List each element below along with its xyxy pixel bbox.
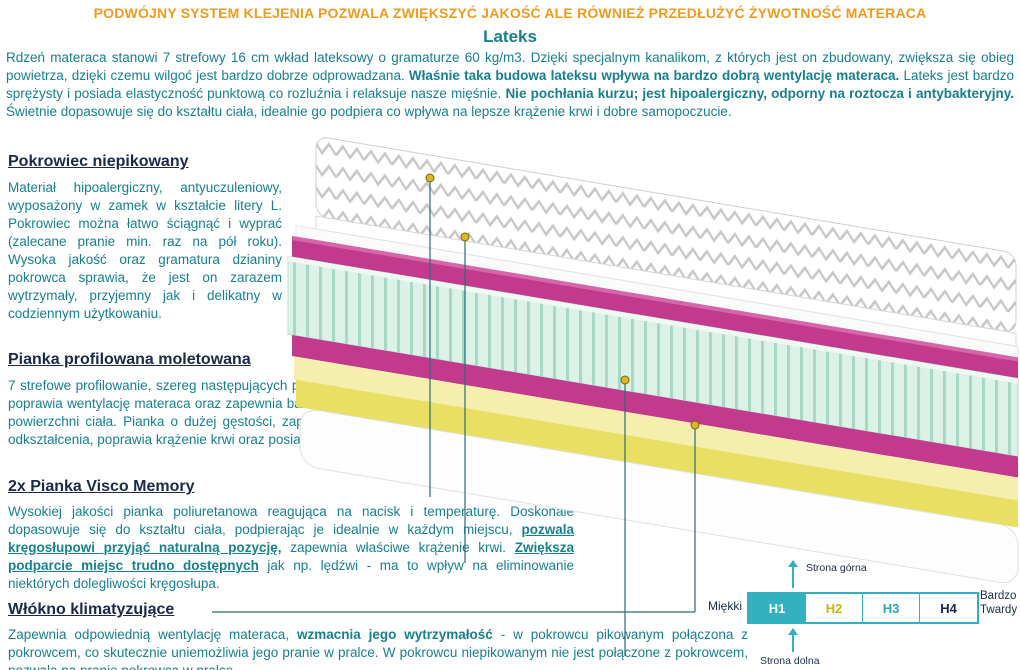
section-heading-pokrowiec: Pokrowiec niepikowany [8,153,189,170]
firmness-cell-h4: H4 [940,600,957,616]
top-banner: PODWÓJNY SYSTEM KLEJENIA POZWALA ZWIĘKSZ… [93,5,927,21]
latex-core-top-highlight [288,256,1018,384]
firmness-cell-h1: H1 [749,594,806,622]
firmness-cell-h3: H3 [863,594,920,622]
lateks-paragraph: Rdzeń materaca stanowi 7 strefowy 16 cm … [6,50,1014,119]
mattress-cutaway-diagram [287,137,1019,584]
hard-label: Bardzo Twardy [980,589,1017,618]
soft-label: Miękki [707,599,742,613]
pokrowiec-paragraph: Materiał hipoalergiczny, antyuczuleniowy… [8,180,282,321]
arrow-up-from-bottom-icon [788,628,798,652]
cover-quilting-pattern [316,137,1016,332]
section-heading-wlokno: Włókno klimatyzujące [8,601,175,618]
visco-layer-bottom [292,335,1018,478]
arrow-up-icon [788,560,798,588]
firmness-cell-h2: H2 [806,594,863,622]
top-side-label: Strona górna [806,562,867,574]
hard-label-line2: Twardy [980,604,1018,617]
section-heading-lateks: Lateks [483,27,537,46]
section-heading-pianka-profilowana: Pianka profilowana moletowana [8,351,251,368]
section-heading-visco-memory: 2x Pianka Visco Memory [8,478,195,495]
wlokno-paragraph: Zapewnia odpowiednią wentylację materaca… [8,627,749,670]
visco-layer-top-highlight [292,236,1018,362]
hard-label-line1: Bardzo [980,590,1017,602]
bottom-side-label: Strona dolna [760,655,820,667]
visco-layer-top [292,236,1018,379]
